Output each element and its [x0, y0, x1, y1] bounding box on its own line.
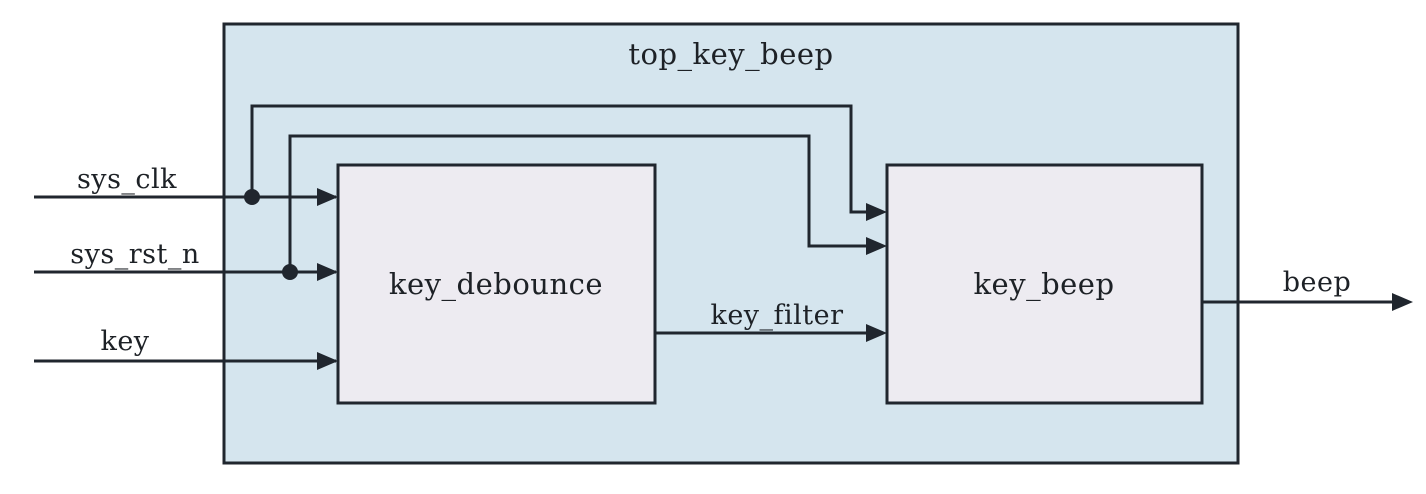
signal-label-key: key [100, 326, 149, 357]
key-beep-module-box [885, 163, 1204, 405]
arrowhead-sys-rst-n-to-debounce-icon [317, 263, 338, 281]
arrowhead-sys-rst-n-to-beep-icon [866, 237, 887, 255]
key-beep-module-label: key_beep [973, 267, 1114, 302]
junction-dot-sys-rst-n [282, 264, 298, 280]
top-module-title: top_key_beep [628, 37, 833, 72]
signal-label-sys-rst-n: sys_rst_n [70, 239, 199, 270]
key-debounce-module-box [336, 163, 657, 405]
arrowhead-beep-output-icon [1392, 293, 1413, 311]
signal-label-sys-clk: sys_clk [77, 164, 177, 195]
arrowhead-key-to-debounce-icon [317, 352, 338, 370]
junction-dot-sys-clk [244, 189, 260, 205]
arrowhead-sys-clk-to-debounce-icon [317, 188, 338, 206]
wire-sys-clk-branch [250, 104, 882, 214]
signal-label-key-filter: key_filter [710, 300, 843, 331]
arrowhead-key-filter-to-beep-icon [866, 324, 887, 342]
key-debounce-module-label: key_debounce [389, 267, 603, 302]
signal-label-beep: beep [1283, 267, 1352, 298]
arrowhead-sys-clk-to-beep-icon [866, 203, 887, 221]
wire-sys-rst-n-branch [288, 134, 882, 272]
